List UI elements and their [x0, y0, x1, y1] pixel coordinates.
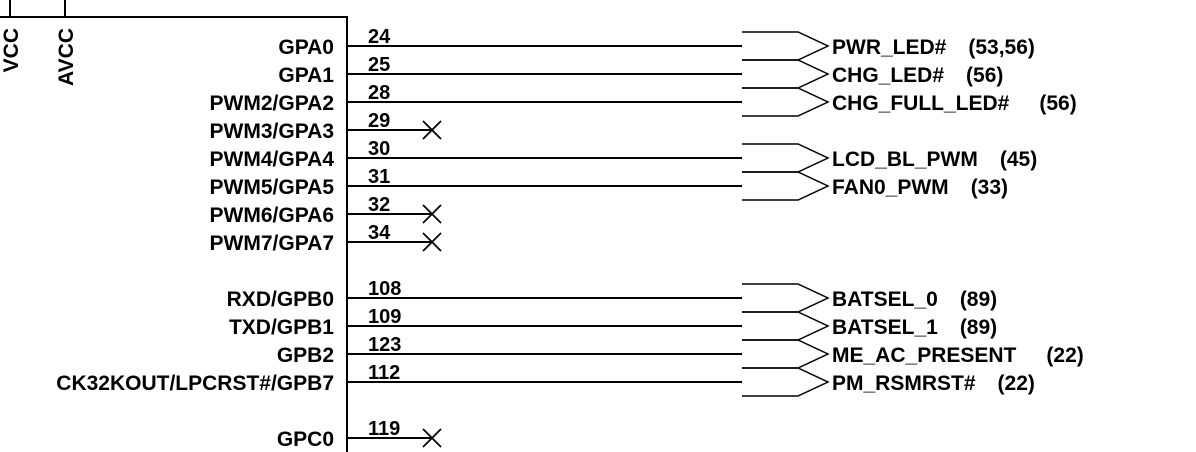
- off-page-connector: [742, 283, 830, 313]
- off-page-connector: [742, 171, 830, 201]
- pin-name: PWM4/GPA4: [210, 148, 335, 171]
- pin-row-pwm3-gpa3: PWM3/GPA3 29: [210, 110, 442, 143]
- page-reference: (45): [1000, 148, 1037, 171]
- no-connect-x-icon: [422, 232, 442, 252]
- page-reference: (22): [998, 372, 1035, 395]
- no-connect-x-icon: [422, 120, 442, 140]
- pin-name: GPA0: [278, 36, 334, 59]
- pin-name: GPA1: [278, 64, 334, 87]
- pin-number: 112: [368, 362, 400, 384]
- pin-number: 31: [368, 166, 390, 188]
- pin-name: PWM2/GPA2: [210, 92, 334, 115]
- net-label: CHG_FULL_LED#: [832, 92, 1010, 115]
- net-label: PM_RSMRST#: [832, 372, 976, 395]
- power-pins: VCC AVCC: [0, 0, 78, 86]
- pin-row-ck32kout-lpcrst-gpb7: CK32KOUT/LPCRST#/GPB7 112 PM_RSMRST# (22): [56, 362, 1035, 397]
- pin-number: 30: [368, 138, 390, 160]
- power-pin-vcc: VCC: [0, 0, 23, 72]
- page-reference: (89): [960, 316, 997, 339]
- pin-name: PWM5/GPA5: [210, 176, 335, 199]
- pin-row-rxd-gpb0: RXD/GPB0 108 BATSEL_0 (89): [227, 278, 997, 313]
- pin-row-pwm5-gpa5: PWM5/GPA5 31 FAN0_PWM (33): [210, 166, 1008, 201]
- pin-name: GPB2: [277, 344, 334, 367]
- pin-number: 119: [368, 418, 400, 440]
- page-reference: (53,56): [968, 36, 1035, 59]
- net-label: PWR_LED#: [832, 36, 947, 59]
- net-label: ME_AC_PRESENT: [832, 344, 1017, 367]
- power-pin-label: VCC: [0, 28, 23, 72]
- pin-number: 28: [368, 82, 390, 104]
- net-label: BATSEL_1: [832, 316, 938, 339]
- pin-row-gpc0: GPC0 119: [277, 418, 442, 451]
- pin-row-pwm7-gpa7: PWM7/GPA7 34: [210, 222, 442, 255]
- off-page-connector: [742, 367, 830, 397]
- pin-row-gpb2: GPB2 123 ME_AC_PRESENT (22): [277, 334, 1084, 369]
- off-page-connector: [742, 143, 830, 173]
- pin-number: 24: [368, 26, 391, 48]
- pin-number: 123: [368, 334, 401, 356]
- pin-name: RXD/GPB0: [227, 288, 334, 311]
- page-reference: (89): [960, 288, 997, 311]
- net-label: BATSEL_0: [832, 288, 938, 311]
- page-reference: (22): [1046, 344, 1083, 367]
- page-reference: (56): [966, 64, 1003, 87]
- pin-row-pwm2-gpa2: PWM2/GPA2 28 CHG_FULL_LED# (56): [210, 82, 1077, 117]
- power-pin-avcc: AVCC: [55, 0, 78, 86]
- pin-row-pwm6-gpa6: PWM6/GPA6 32: [210, 194, 442, 227]
- net-label: CHG_LED#: [832, 64, 944, 87]
- pin-name: GPC0: [277, 428, 334, 451]
- pin-number: 108: [368, 278, 401, 300]
- pin-name: TXD/GPB1: [229, 316, 334, 339]
- pin-name: PWM3/GPA3: [210, 120, 334, 143]
- off-page-connector: [742, 339, 830, 369]
- pin-number: 25: [368, 54, 390, 76]
- off-page-connector: [742, 59, 830, 89]
- no-connect-x-icon: [422, 204, 442, 224]
- pin-row-txd-gpb1: TXD/GPB1 109 BATSEL_1 (89): [229, 306, 997, 341]
- power-pin-label: AVCC: [55, 28, 78, 86]
- off-page-connector: [742, 31, 830, 61]
- net-label: FAN0_PWM: [832, 176, 949, 199]
- page-reference: (33): [971, 176, 1008, 199]
- ic-body: [0, 16, 348, 452]
- page-reference: (56): [1039, 92, 1076, 115]
- no-connect-x-icon: [422, 428, 442, 448]
- pin-name: PWM7/GPA7: [210, 232, 334, 255]
- ic-outline: [0, 16, 348, 452]
- pin-name: PWM6/GPA6: [210, 204, 334, 227]
- net-label: LCD_BL_PWM: [832, 148, 978, 171]
- pin-number: 29: [368, 110, 390, 132]
- pin-name: CK32KOUT/LPCRST#/GPB7: [56, 372, 334, 395]
- pin-number: 34: [368, 222, 391, 244]
- pin-row-gpa0: GPA0 24 PWR_LED# (53,56): [278, 26, 1035, 61]
- pin-row-pwm4-gpa4: PWM4/GPA4 30 LCD_BL_PWM (45): [210, 138, 1037, 173]
- pin-row-gpa1: GPA1 25 CHG_LED# (56): [278, 54, 1003, 89]
- off-page-connector: [742, 87, 830, 117]
- off-page-connector: [742, 311, 830, 341]
- pin-number: 32: [368, 194, 390, 216]
- pin-number: 109: [368, 306, 401, 328]
